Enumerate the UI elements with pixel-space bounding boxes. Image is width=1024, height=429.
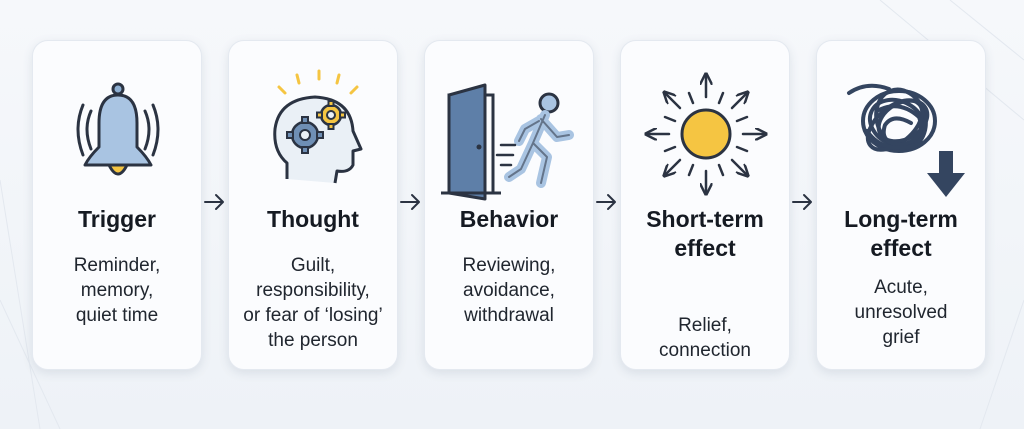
step-description: Guilt, responsibility, or fear of ‘losin… bbox=[243, 255, 383, 351]
step-description: Relief, connection bbox=[659, 315, 751, 361]
step-card-long-term-effect: Long-term effect Acute, unresolved grief bbox=[816, 40, 986, 370]
step-title: Long-term effect bbox=[844, 206, 958, 261]
step-description: Reminder, memory, quiet time bbox=[73, 255, 161, 326]
head-gears-icon bbox=[273, 69, 363, 184]
step-title: Behavior bbox=[459, 206, 559, 232]
arrow-right-icon bbox=[204, 194, 224, 210]
arrow-right-icon bbox=[596, 194, 616, 210]
step-card-thought: Thought Guilt, responsibility, or fear o… bbox=[228, 40, 398, 370]
step-description: Acute, unresolved grief bbox=[854, 277, 948, 348]
step-card-behavior: Behavior Reviewing, avoidance, withdrawa… bbox=[424, 40, 594, 370]
tangle-down-icon bbox=[847, 83, 965, 197]
step-card-short-term-effect: Short-term effect Relief, connection bbox=[620, 40, 790, 370]
step-title: Trigger bbox=[78, 206, 156, 232]
step-title: Thought bbox=[267, 206, 359, 232]
arrow-right-icon bbox=[792, 194, 812, 210]
bell-icon bbox=[76, 82, 160, 176]
arrow-right-icon bbox=[400, 194, 420, 210]
step-title: Short-term effect bbox=[646, 206, 764, 261]
sun-icon bbox=[631, 59, 781, 209]
door-exit-icon bbox=[441, 83, 574, 201]
step-card-trigger: Trigger Reminder, memory, quiet time bbox=[32, 40, 202, 370]
step-description: Reviewing, avoidance, withdrawal bbox=[462, 255, 556, 326]
